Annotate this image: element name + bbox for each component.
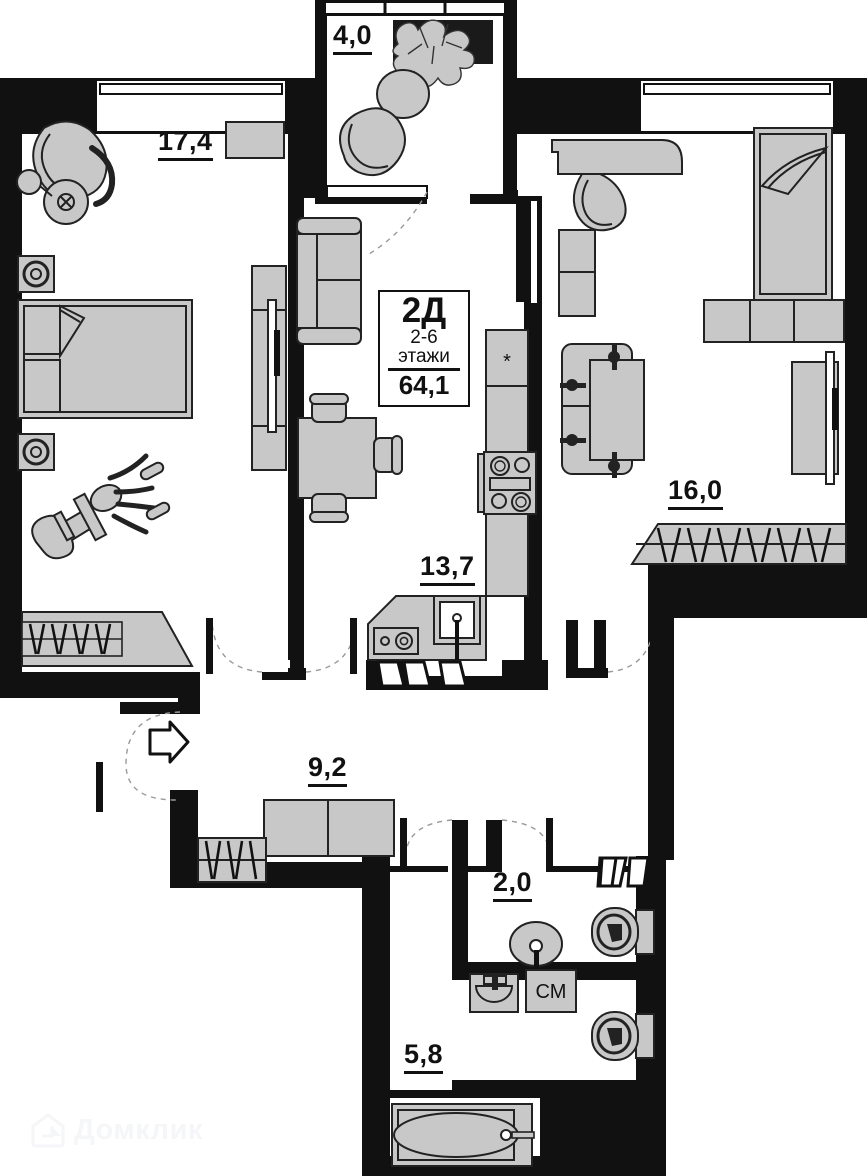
cabinet-row	[703, 299, 845, 343]
armchair-icon	[16, 120, 116, 225]
bathroom-furniture: СМ	[391, 856, 656, 1167]
tv-unit	[251, 265, 287, 471]
sofa	[296, 217, 362, 345]
plant-decor-icon	[31, 453, 171, 560]
bed	[17, 299, 193, 419]
boiler-icon	[509, 921, 563, 972]
toilet-bath	[590, 1010, 656, 1062]
washing-machine: СМ	[525, 969, 577, 1013]
balcony-furniture	[339, 19, 493, 176]
living-sofa	[560, 343, 645, 478]
window-living	[639, 79, 835, 133]
toilet-wc	[590, 906, 656, 958]
apartment-type-badge: 2Д 2-6 этажи 64,1	[378, 290, 470, 407]
domklik-logo-text: Домклик	[74, 1113, 203, 1146]
radiator-living	[630, 523, 847, 565]
balcony-chair-icon	[339, 69, 430, 176]
windows	[95, 1, 835, 305]
daybed	[753, 127, 833, 301]
desk	[551, 139, 683, 232]
central-furniture	[251, 217, 403, 523]
fridge-mark-label: *	[503, 351, 511, 373]
wardrobe	[225, 121, 285, 159]
sink	[469, 973, 519, 1013]
hall-wardrobe	[263, 799, 395, 857]
cooktop	[477, 451, 537, 515]
bathtub	[391, 1103, 535, 1167]
area-label-bathroom: 5,8	[404, 1039, 444, 1074]
kitchen-counter	[367, 595, 487, 661]
balcony-door	[326, 185, 539, 305]
bedroom-furniture	[16, 120, 285, 667]
badge-divider	[388, 368, 460, 372]
entrance-arrow-icon	[148, 720, 190, 764]
domklik-house-icon	[31, 1113, 65, 1148]
door-leaves	[96, 618, 657, 872]
area-label-living-room: 16,0	[668, 475, 723, 510]
area-label-wc: 2,0	[493, 867, 533, 902]
living-room-furniture	[551, 127, 847, 565]
washing-machine-label: СМ	[536, 981, 567, 1003]
badge-type: 2Д	[401, 291, 447, 330]
area-label-bedroom: 17,4	[158, 126, 213, 161]
towel-rails	[596, 856, 628, 888]
nightstand-lower	[17, 433, 55, 471]
kitchen-cabinet-lower	[485, 513, 529, 597]
radiator-bedroom	[20, 611, 194, 667]
badge-floors: 2-6	[410, 327, 438, 349]
dining-table	[297, 393, 403, 523]
kitchen-cabinet-upper	[485, 385, 529, 459]
radiator-hallway	[197, 837, 267, 883]
wardrobe-right	[791, 351, 839, 485]
fridge	[485, 329, 529, 387]
badge-floors-word: этажи	[398, 346, 450, 368]
cabinet-left	[558, 229, 596, 317]
window-bedroom	[95, 79, 287, 133]
window-balcony-top	[324, 1, 506, 15]
nightstand-upper	[17, 255, 55, 293]
hallway-furniture	[148, 720, 395, 883]
area-label-kitchen: 13,7	[420, 551, 475, 586]
badge-total-area: 64,1	[398, 370, 450, 401]
kitchen-chairs	[376, 660, 468, 688]
kitchen-furniture: *	[367, 329, 537, 688]
towel-rails-2	[626, 856, 650, 888]
domklik-watermark: Домклик	[30, 1112, 203, 1148]
area-label-balcony: 4,0	[333, 20, 373, 55]
area-label-hallway: 9,2	[308, 752, 348, 787]
walls-overlay	[0, 78, 867, 1176]
